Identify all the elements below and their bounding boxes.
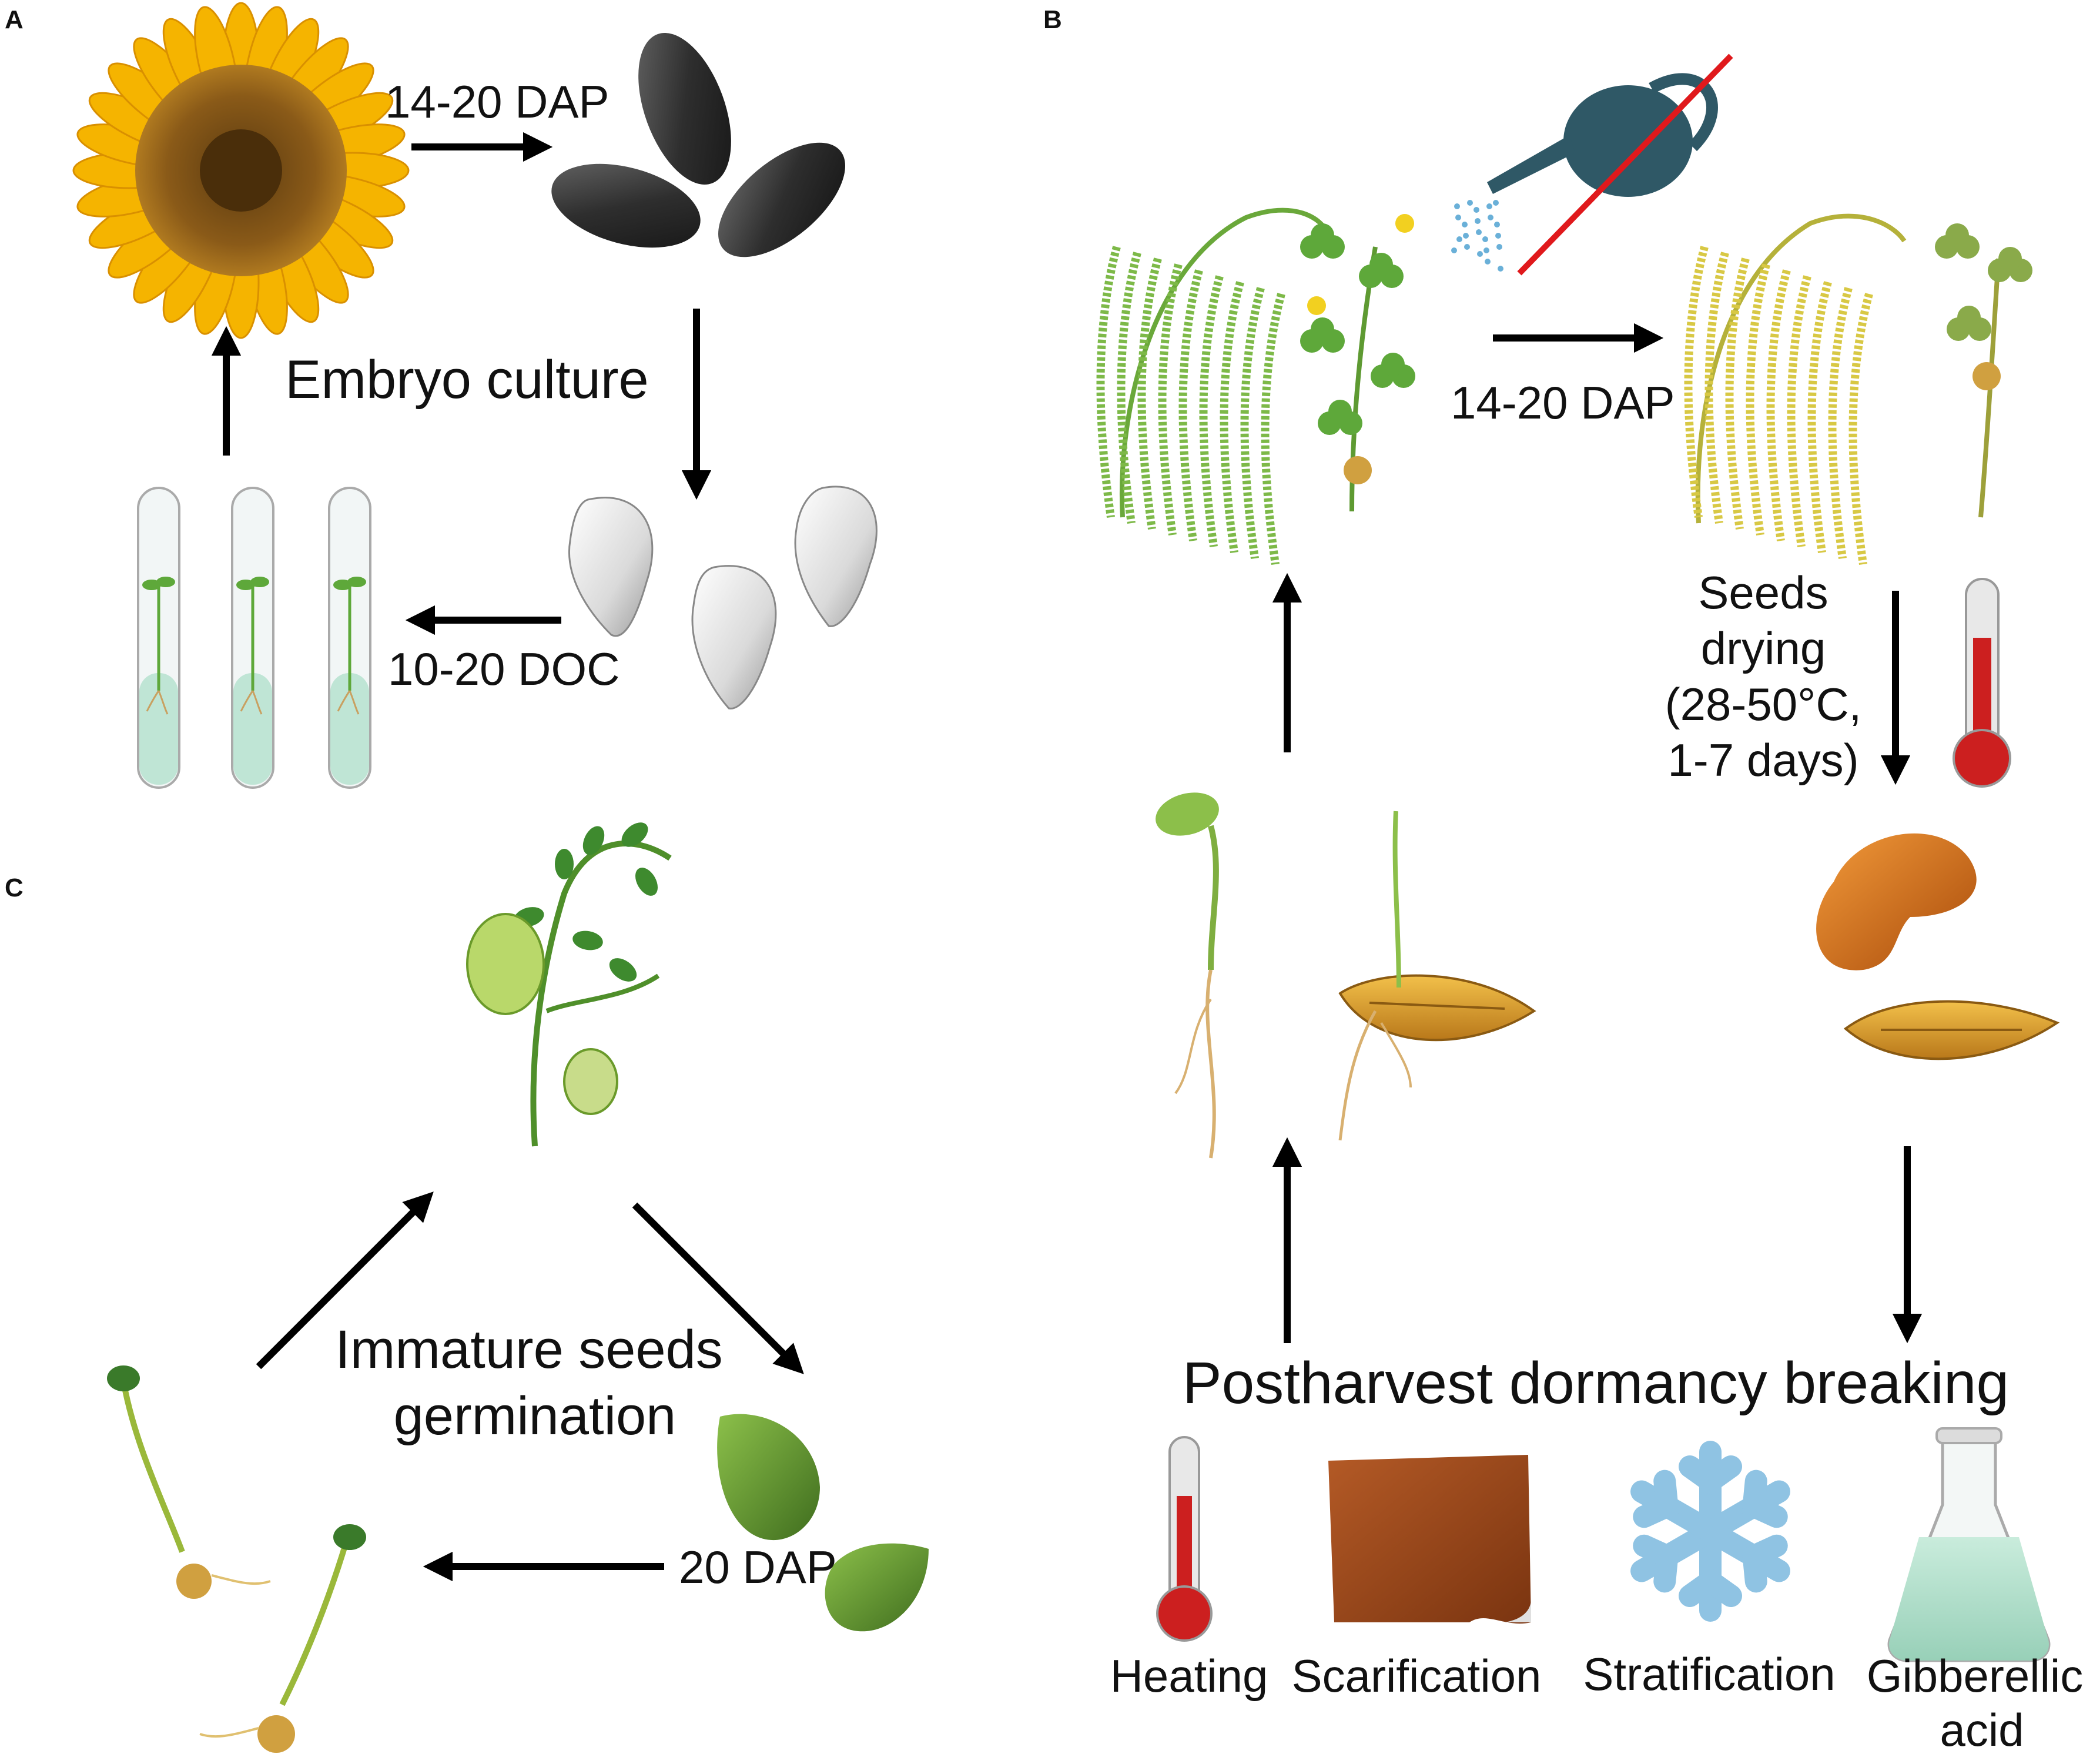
- sunflower-icon: [72, 2, 410, 339]
- snowflake-icon: [1630, 1441, 1790, 1622]
- panel-b-title: Postharvest dormancy breaking: [1183, 1350, 2009, 1416]
- sunflower-seed-icon: [551, 33, 845, 257]
- test-tube-seedling-icon: [137, 487, 371, 789]
- panel-a-title: Embryo culture: [285, 350, 649, 410]
- arrow-c-up-right: [256, 1191, 434, 1370]
- method-heating: Heating: [1110, 1650, 1268, 1702]
- green-pod-icon: [717, 1414, 929, 1632]
- panel-a-letter: A: [5, 5, 24, 34]
- panel-b-letter: B: [1043, 5, 1062, 34]
- method-scarification: Scarification: [1292, 1650, 1542, 1702]
- method-acid: acid: [1940, 1704, 2024, 1756]
- green-plants-icon: [1096, 207, 1415, 565]
- yellow-plants-icon: [1684, 213, 2032, 565]
- chickpea-seedling-icon: [107, 1365, 366, 1753]
- thermometer-icon: [1156, 1436, 1213, 1642]
- flask-icon: [1887, 1427, 2051, 1662]
- watering-can-crossed-icon: [1451, 53, 1733, 276]
- thermometer-icon: [1953, 578, 2011, 788]
- chickpea-plant-icon: [466, 822, 672, 1147]
- drying-line-2: drying: [1701, 622, 1826, 674]
- panel-c-dap-label: 20 DAP: [679, 1541, 837, 1593]
- drying-line-1: Seeds: [1698, 567, 1828, 618]
- method-gibberellic: Gibberellic: [1867, 1650, 2083, 1702]
- drying-line-4: 1-7 days): [1667, 734, 1858, 786]
- sandpaper-icon: [1328, 1455, 1531, 1624]
- rice-grain-icon: [1338, 974, 2060, 1060]
- seedling-icon: [1156, 792, 1412, 1159]
- panel-b-dap-label: 14-20 DAP: [1451, 377, 1675, 429]
- panel-c-title-line1: Immature seeds: [335, 1320, 723, 1380]
- drying-condition-text: Seeds drying (28-50°C, 1-7 days): [1665, 567, 1862, 786]
- panel-a-dap-label: 14-20 DAP: [385, 76, 610, 128]
- bean-seed-icon: [1816, 833, 1977, 970]
- panel-a-doc-label: 10-20 DOC: [388, 643, 620, 695]
- panel-c-letter: C: [5, 873, 24, 902]
- white-seed-icon: [568, 486, 878, 709]
- drying-line-3: (28-50°C,: [1665, 678, 1862, 730]
- method-stratification: Stratification: [1583, 1648, 1835, 1700]
- panel-c-title-line2: germination: [394, 1386, 677, 1446]
- arrow-c-down-right: [632, 1202, 804, 1374]
